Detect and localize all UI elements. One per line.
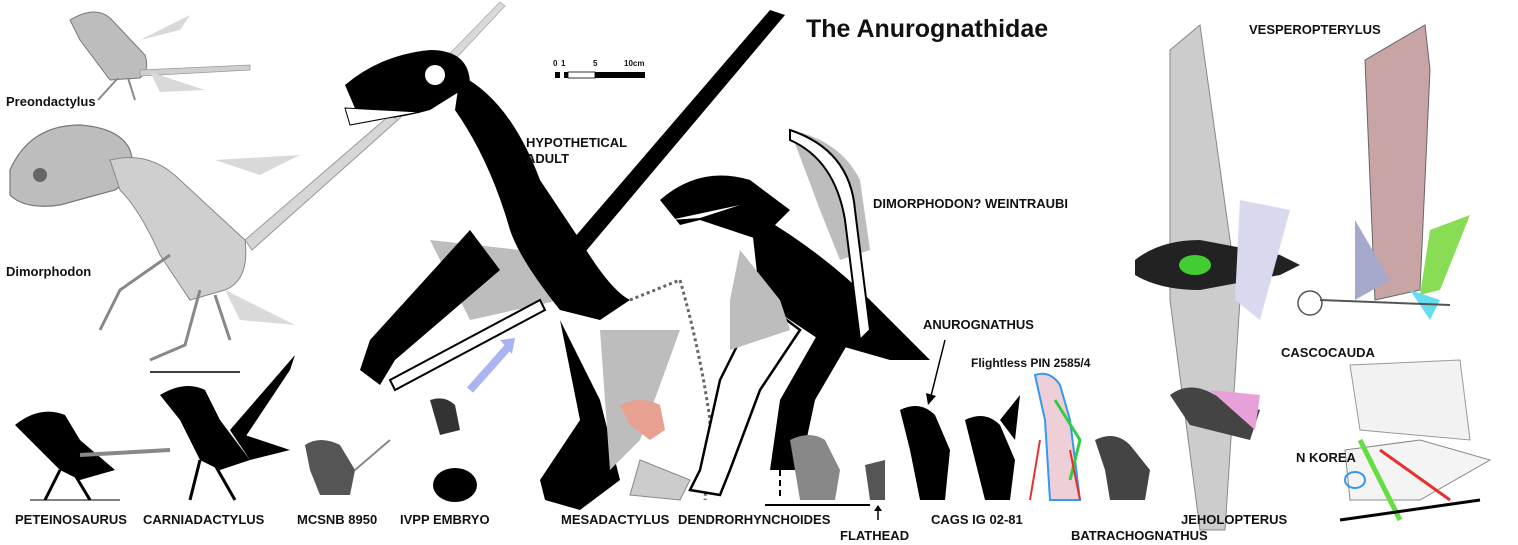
n-korea-specimen xyxy=(1339,438,1492,522)
label-batrachognathus: BATRACHOGNATHUS xyxy=(1071,528,1208,543)
label-vesperopterylus: VESPEROPTERYLUS xyxy=(1249,22,1381,37)
mcsnb-8950-skeleton xyxy=(305,439,391,495)
label-flathead: FLATHEAD xyxy=(840,528,910,543)
label-carniadactylus: CARNIADACTYLUS xyxy=(143,512,265,527)
jeholopterus-skeleton xyxy=(1135,24,1300,531)
carniadactylus-skeleton xyxy=(160,355,295,501)
label-mesadactylus: MESADACTYLUS xyxy=(561,512,670,527)
vesperopterylus-reconstruction xyxy=(1297,24,1470,320)
label-preondactylus: Preondactylus xyxy=(6,94,96,109)
scale-bar-tick-1: 1 xyxy=(561,59,566,68)
dimorphodon-skeleton xyxy=(9,114,402,373)
label-hypothetical-adult-line2: ADULT xyxy=(526,151,570,166)
cascocauda-skeleton xyxy=(1349,359,1471,441)
hypothetical-adult-skeleton xyxy=(344,10,785,510)
dendrorhynchoides-skeleton xyxy=(765,435,870,506)
cags-ig-skeleton xyxy=(900,395,1020,500)
flathead-skeleton xyxy=(865,460,885,520)
label-hypothetical-adult-line1: HYPOTHETICAL xyxy=(526,135,628,150)
label-dendrorhynchoides: DENDRORHYNCHOIDES xyxy=(678,512,831,527)
label-jeholopterus: JEHOLOPTERUS xyxy=(1181,512,1288,527)
label-cascocauda: CASCOCAUDA xyxy=(1281,345,1375,360)
label-anurognathus: ANUROGNATHUS xyxy=(923,317,1034,332)
peteinosaurus-skeleton xyxy=(15,411,171,501)
label-dimorphodon-weintraubi: DIMORPHODON? WEINTRAUBI xyxy=(873,196,1068,211)
mesadactylus-skeleton xyxy=(620,400,691,501)
preondactylus-skeleton xyxy=(69,11,251,101)
scale-bar xyxy=(555,71,645,79)
batrachognathus-skeleton xyxy=(1095,436,1150,500)
figure-title: The Anurognathidae xyxy=(806,15,1049,43)
label-dimorphodon: Dimorphodon xyxy=(6,264,92,279)
label-cags-ig-02-81: CAGS IG 02-81 xyxy=(931,512,1023,527)
scale-bar-tick-0: 0 xyxy=(553,59,558,68)
anurognathus-pointer xyxy=(929,339,946,401)
weintraubi-skeleton xyxy=(660,128,930,497)
ivpp-embryo-skeleton xyxy=(430,398,477,502)
label-peteinosaurus: PETEINOSAURUS xyxy=(15,512,127,527)
label-ivpp-embryo: IVPP EMBRYO xyxy=(400,512,490,527)
scale-bar-tick-10cm: 10cm xyxy=(624,59,645,68)
scale-bar-tick-5: 5 xyxy=(593,59,598,68)
flightless-pin-skeleton xyxy=(1029,372,1082,501)
label-n-korea: N KOREA xyxy=(1296,450,1356,465)
label-flightless-pin: Flightless PIN 2585/4 xyxy=(971,356,1091,370)
label-mcsnb-8950: MCSNB 8950 xyxy=(297,512,378,527)
